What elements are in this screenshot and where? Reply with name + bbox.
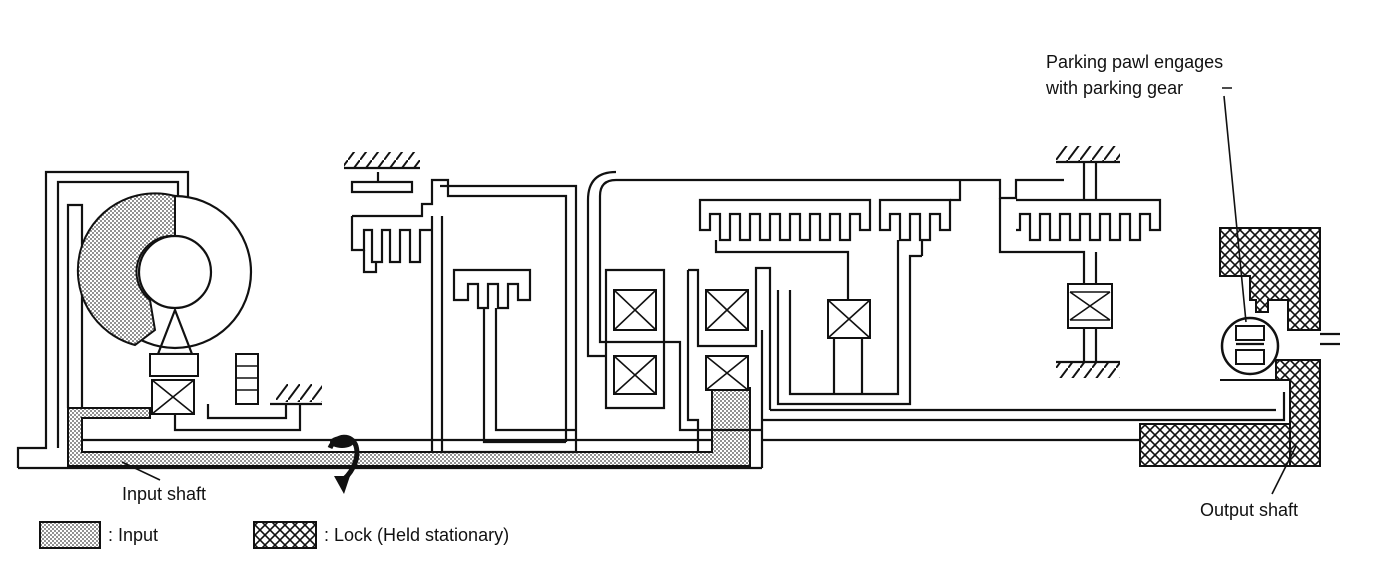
legend-lock-label: : Lock (Held stationary) [324, 525, 509, 545]
legend-lock-swatch [253, 521, 317, 549]
bearing-box [705, 355, 749, 391]
output-shaft-leader [1271, 445, 1297, 495]
input-shaft-label: Input shaft [122, 484, 206, 504]
legend: : Input : Lock (Held stationary) [39, 521, 509, 549]
torque-converter [16, 170, 322, 468]
parking-gear [1220, 316, 1280, 376]
parking-gear-label: with parking gear [1045, 78, 1183, 98]
rear-clutch-group [698, 146, 1162, 406]
bearing-box [613, 289, 657, 331]
bearing-box [1067, 283, 1113, 329]
parking-leader-line [1222, 87, 1247, 323]
lock-housing [1139, 227, 1340, 467]
input-shaft-leader [121, 461, 161, 481]
input-shaft-shaded [67, 387, 751, 467]
legend-input-label: : Input [108, 525, 158, 545]
planetary-gearset [586, 170, 1064, 452]
bearing-box [613, 355, 657, 395]
bearing-box [827, 299, 871, 339]
front-clutch-group [344, 152, 578, 454]
bearing-box [705, 289, 749, 331]
rotation-arrow-icon [327, 434, 360, 494]
parking-pawl-label: Parking pawl engages [1046, 52, 1223, 72]
impeller-shaded [76, 192, 176, 347]
legend-input-swatch [39, 521, 101, 549]
output-shaft-label: Output shaft [1200, 500, 1298, 520]
